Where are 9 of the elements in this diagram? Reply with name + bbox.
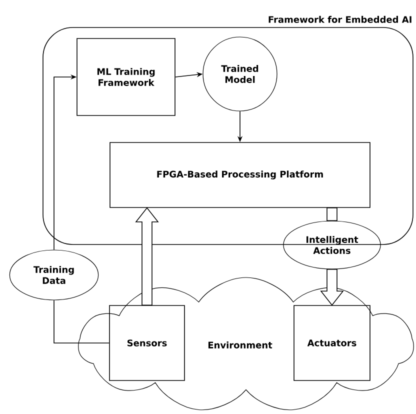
process-box: ML Training Framework bbox=[76, 38, 176, 116]
actuator-box: Actuators bbox=[294, 305, 370, 381]
block-arrow bbox=[326, 207, 338, 222]
node-label: Framework for Embedded AI bbox=[268, 16, 412, 23]
sensor-box: Sensors bbox=[109, 305, 185, 381]
block-arrow bbox=[320, 268, 344, 306]
platform-box: FPGA-Based Processing Platform bbox=[110, 142, 370, 208]
connector-line bbox=[54, 300, 110, 344]
block-arrow bbox=[135, 207, 159, 306]
